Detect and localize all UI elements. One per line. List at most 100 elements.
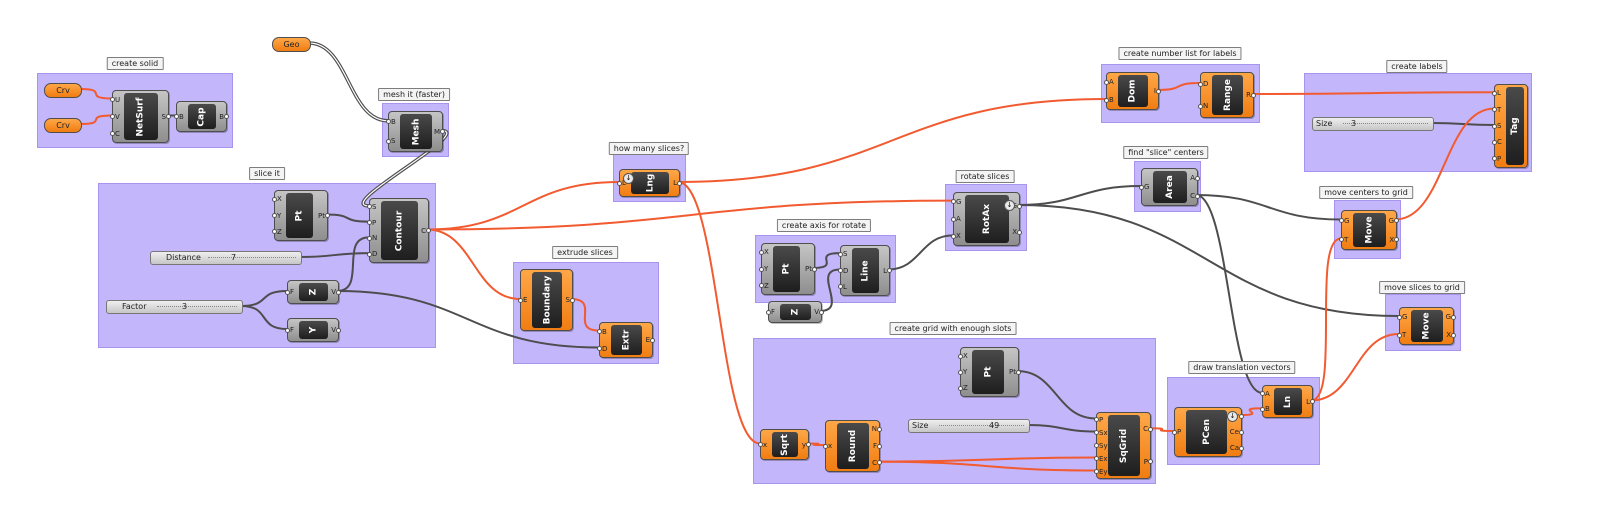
wire-12[interactable] [426, 228, 521, 300]
pt3-output-grip-0[interactable] [1016, 369, 1021, 375]
round-output-grip-1[interactable] [877, 443, 882, 449]
move1-output-grip-1[interactable] [1394, 237, 1399, 242]
rotax-input-grip-2[interactable] [951, 233, 956, 239]
wire-22[interactable] [887, 234, 954, 271]
move1-input-grip-1[interactable] [1339, 237, 1344, 242]
area-output-grip-0[interactable] [1195, 175, 1200, 181]
z2-input-grip-0[interactable] [766, 309, 771, 315]
contour-input-grip-1[interactable] [367, 220, 372, 226]
move2-output-grip-1[interactable] [1451, 332, 1456, 338]
pcen-input-grip-0[interactable] [1172, 429, 1177, 435]
tag-input-grip-0[interactable] [1492, 90, 1497, 96]
boundary-input-grip-0[interactable] [518, 297, 523, 303]
range-input-grip-0[interactable] [1198, 81, 1203, 87]
pt3-input-grip-1[interactable] [958, 369, 963, 375]
ln-input-grip-1[interactable] [1260, 406, 1265, 412]
cap-input-grip-0[interactable] [174, 114, 179, 119]
contour-input-grip-3[interactable] [367, 251, 372, 257]
wire-13[interactable] [426, 199, 954, 231]
sqgrid-input-grip-2[interactable] [1094, 443, 1099, 448]
extr-output-grip-0[interactable] [650, 337, 655, 343]
rotax-input-grip-1[interactable] [951, 216, 956, 222]
pt1-input-grip-1[interactable] [272, 213, 277, 218]
rotax-output-grip-0[interactable] [1017, 203, 1022, 209]
extr-input-grip-0[interactable] [597, 329, 602, 334]
netsurf-input-grip-1[interactable] [110, 114, 115, 119]
pt1-input-grip-2[interactable] [272, 229, 277, 235]
rotax-output-grip-1[interactable] [1017, 229, 1022, 235]
wire-16[interactable] [677, 181, 761, 445]
pcen-output-grip-2[interactable] [1239, 445, 1244, 451]
mesh-input-grip-1[interactable] [386, 138, 391, 144]
rotax-graft-icon[interactable]: ↓ [1004, 200, 1015, 211]
z1-input-grip-0[interactable] [285, 289, 290, 295]
range-input-grip-1[interactable] [1198, 103, 1203, 109]
wire-15[interactable] [677, 98, 1107, 183]
pt2-input-grip-0[interactable] [759, 249, 764, 255]
dom-output-grip-0[interactable] [1156, 88, 1161, 94]
sqgrid-input-grip-1[interactable] [1094, 430, 1099, 435]
contour-input-grip-2[interactable] [367, 235, 372, 241]
dom-input-grip-1[interactable] [1104, 97, 1109, 103]
area-input-grip-0[interactable] [1139, 184, 1144, 190]
factor-slider[interactable]: Factor 3 [106, 300, 243, 314]
boundary-output-grip-0[interactable] [570, 297, 575, 303]
sqrt-input-grip-0[interactable] [758, 442, 763, 447]
wire-11[interactable] [426, 181, 620, 231]
lng-graft-icon[interactable]: ↓ [623, 173, 634, 184]
pt3-input-grip-2[interactable] [958, 385, 963, 391]
netsurf-input-grip-2[interactable] [110, 131, 115, 136]
line-output-grip-0[interactable] [887, 268, 892, 273]
round-output-grip-0[interactable] [877, 426, 882, 432]
pt2-output-grip-0[interactable] [812, 266, 817, 272]
tag-input-grip-3[interactable] [1492, 139, 1497, 145]
pt3-input-grip-0[interactable] [958, 353, 963, 359]
cap-output-grip-0[interactable] [224, 114, 229, 119]
crv-param-2[interactable]: Crv [44, 118, 82, 133]
move1-input-grip-0[interactable] [1339, 218, 1344, 223]
sqgrid-output-grip-1[interactable] [1148, 459, 1153, 465]
pt1-output-grip-0[interactable] [325, 213, 330, 218]
tag-input-grip-2[interactable] [1492, 123, 1497, 129]
label-size-slider[interactable]: Size 3 [1312, 117, 1434, 131]
move2-input-grip-0[interactable] [1397, 314, 1402, 320]
distance-slider[interactable]: Distance 7 [150, 251, 302, 265]
pcen-output-grip-0[interactable] [1239, 413, 1244, 419]
lng-output-grip-0[interactable] [677, 180, 682, 186]
line-input-grip-1[interactable] [838, 268, 843, 273]
z2-output-grip-0[interactable] [819, 309, 824, 315]
sqrt-output-grip-0[interactable] [806, 442, 811, 447]
pcen-graft-icon[interactable]: ↓ [1227, 411, 1238, 422]
pt1-input-grip-0[interactable] [272, 196, 277, 202]
contour-output-grip-0[interactable] [426, 228, 431, 233]
extr-input-grip-1[interactable] [597, 346, 602, 351]
geo-param[interactable]: Geo [272, 37, 311, 52]
sqgrid-input-grip-0[interactable] [1094, 417, 1099, 422]
netsurf-output-grip-0[interactable] [166, 114, 171, 119]
sqgrid-output-grip-0[interactable] [1148, 426, 1153, 432]
line-input-grip-0[interactable] [838, 251, 843, 257]
pcen-output-grip-1[interactable] [1239, 429, 1244, 435]
mesh-output-grip-0[interactable] [440, 129, 445, 134]
y1-input-grip-0[interactable] [285, 327, 290, 333]
netsurf-input-grip-0[interactable] [110, 97, 115, 102]
wire-3[interactable] [308, 41, 389, 123]
